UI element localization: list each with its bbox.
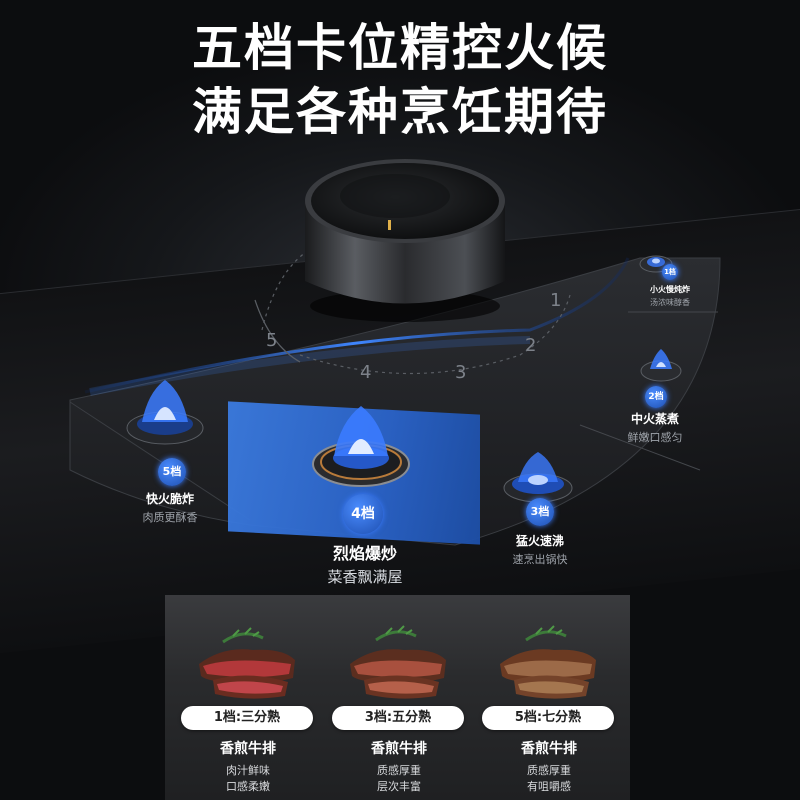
steak-well-title: 香煎牛排 [521,741,577,757]
steak-rare-desc-2: 口感柔嫩 [226,780,270,793]
gear-1-subtitle: 汤浓味醇香 [650,298,690,307]
scale-number-1: 1 [550,290,562,311]
steak-rare-desc-1: 肉汁鲜味 [226,764,270,777]
gear-5-subtitle: 肉质更酥香 [142,511,198,524]
steak-well-desc-1: 质感厚重 [527,764,571,777]
scale-number-4: 4 [360,362,372,383]
burner-gear-5 [126,380,204,445]
gear-5-title: 快火脆炸 [145,492,194,506]
gear-1-title: 小火慢炖炸 [650,285,690,294]
steak-well-desc-2: 有咀嚼感 [527,780,571,793]
steak-card-medium: 3档:五分熟 香煎牛排 质感厚重 层次丰富 [324,610,474,800]
steak-rare-image [199,627,295,699]
gear-2-title: 中火蒸煮 [630,412,679,426]
burner-gear-2 [640,349,682,382]
control-knob[interactable] [300,156,510,326]
steak-medium-desc-2: 层次丰富 [377,780,421,793]
gear-3-label: 猛火速沸 速烹出锅快 [495,532,585,567]
gear-3-title: 猛火速沸 [515,534,564,548]
gear-1-label: 小火慢炖炸 汤浓味醇香 [640,284,700,308]
steak-card-well: 5档:七分熟 香煎牛排 质感厚重 有咀嚼感 [474,610,624,800]
steak-medium-image [350,625,446,699]
gear-4-title: 烈焰爆炒 [332,544,397,563]
gear-4-subtitle: 菜香飘满屋 [327,568,403,586]
headline-line-2: 满足各种烹饪期待 [192,83,608,141]
gear-3-badge: 3档 [526,498,554,526]
steak-card-rare: 1档:三分熟 香煎牛排 肉汁鲜味 口感柔嫩 [173,610,323,800]
gear-4-badge: 4档 [343,494,383,534]
steak-well-image [500,625,596,699]
steak-medium-level-pill: 3档:五分熟 [332,706,464,730]
steak-rare-title: 香煎牛排 [220,741,276,757]
gear-2-label: 中火蒸煮 鲜嫩口感匀 [615,410,695,445]
steak-medium-title: 香煎牛排 [371,741,427,757]
steak-well-level-pill: 5档:七分熟 [482,706,614,730]
headline-line-1: 五档卡位精控火候 [192,19,608,77]
burner-gear-4 [312,406,410,487]
burner-gear-3 [503,452,573,503]
gear-4-label: 烈焰爆炒 菜香飘满屋 [300,540,430,587]
gear-5-badge: 5档 [158,458,186,486]
scale-number-5: 5 [266,330,278,351]
gear-2-badge: 2档 [645,386,667,408]
gear-3-subtitle: 速烹出锅快 [512,553,568,566]
steak-rare-level-pill: 1档:三分熟 [181,706,313,730]
steak-medium-desc-1: 质感厚重 [377,764,421,777]
scale-number-2: 2 [525,335,537,356]
gear-2-subtitle: 鲜嫩口感匀 [627,431,683,444]
gear-5-label: 快火脆炸 肉质更酥香 [120,490,220,525]
gear-1-badge: 1档 [662,264,678,280]
scale-number-3: 3 [455,362,467,383]
